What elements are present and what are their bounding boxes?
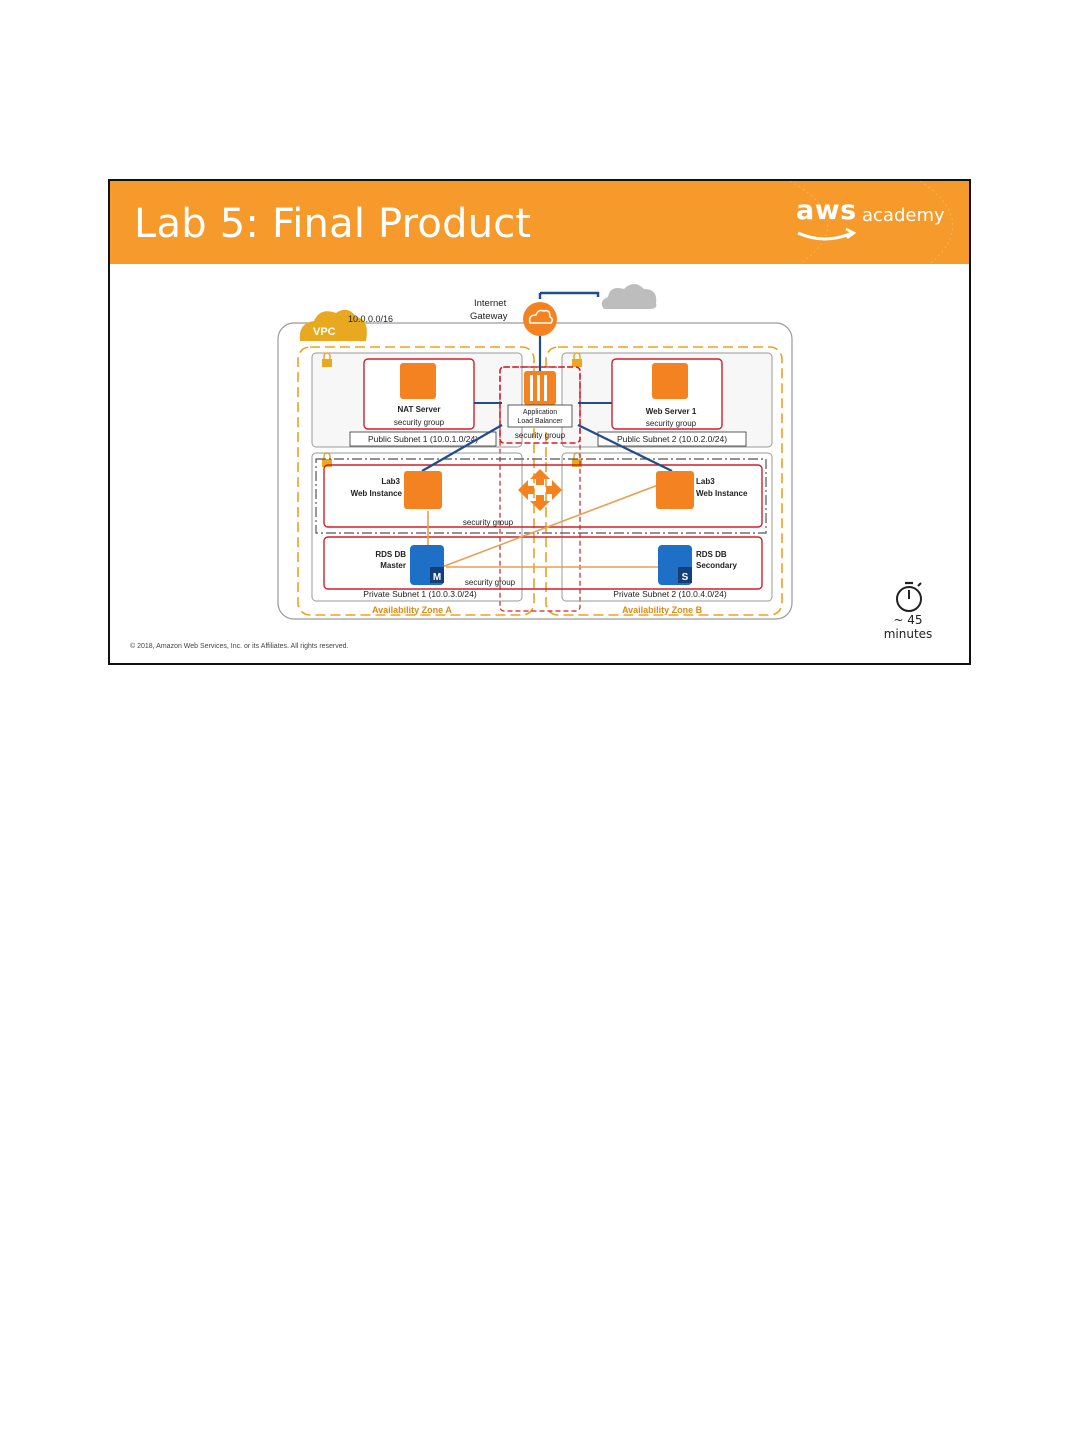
auto-scaling-group xyxy=(315,458,767,534)
slide: Lab 5: Final Product aws academy VPC 10.… xyxy=(108,179,971,665)
alb-to-left-instance-link xyxy=(421,424,503,472)
aws-smile-icon xyxy=(797,231,853,241)
header-decoration xyxy=(789,181,954,264)
architecture-diagram: VPC 10.0.0.0/16 Internet Gateway Availab… xyxy=(270,281,922,631)
web-instance-left-icon xyxy=(404,471,442,509)
public-subnet-2-label: Public Subnet 2 (10.0.2.0/24) xyxy=(617,434,727,444)
web-instance-right-icon xyxy=(656,471,694,509)
aws-logo-text: aws xyxy=(796,195,857,226)
timer-label: ~ 45 minutes xyxy=(878,613,938,641)
web-instance-right-line1: Lab3 xyxy=(696,477,715,486)
alb-label-line1: Application xyxy=(523,409,557,416)
auto-scaling-icon xyxy=(518,469,562,511)
web-server-1-label: Web Server 1 xyxy=(646,407,697,416)
rds-master-badge: M xyxy=(433,572,441,583)
web-sg-label: security group xyxy=(463,518,514,527)
timer-unit: minutes xyxy=(883,627,933,641)
rds-secondary-line2: Secondary xyxy=(696,561,737,570)
igw-internet-link xyxy=(540,291,600,297)
private-subnet-2-label: Private Subnet 2 (10.0.4.0/24) xyxy=(613,589,727,599)
db-sg-label: security group xyxy=(465,578,516,587)
vpc-cloud-icon: VPC xyxy=(299,309,367,341)
web-server-1-icon xyxy=(652,363,688,399)
alb-to-right-instance-link xyxy=(577,424,673,472)
timer-duration: ~ 45 xyxy=(893,613,923,627)
az-b-label: Availability Zone B xyxy=(622,605,703,615)
academy-logo-text: academy xyxy=(862,205,945,226)
slide-title: Lab 5: Final Product xyxy=(134,201,532,247)
web-instance-right-line2: Web Instance xyxy=(696,489,748,498)
alb-sg-label: security group xyxy=(515,431,566,440)
public-subnet-1-label: Public Subnet 1 (10.0.1.0/24) xyxy=(368,434,478,444)
web-server-1-sg-label: security group xyxy=(646,419,697,428)
nat-server-label: NAT Server xyxy=(398,405,441,414)
rds-master-line2: Master xyxy=(380,561,406,570)
internet-cloud-icon xyxy=(601,284,657,309)
vpc-label: VPC xyxy=(313,326,336,338)
stopwatch-icon xyxy=(896,581,922,612)
az-a-label: Availability Zone A xyxy=(372,605,452,615)
rds-secondary-badge: S xyxy=(682,572,689,583)
web-instance-left-line2: Web Instance xyxy=(351,489,403,498)
copyright-footer: © 2018, Amazon Web Services, Inc. or its… xyxy=(130,643,349,650)
web-instance-left-line1: Lab3 xyxy=(381,477,400,486)
nat-server-icon xyxy=(400,363,436,399)
slide-header: Lab 5: Final Product aws academy xyxy=(110,181,969,264)
web-security-group xyxy=(323,464,763,528)
private-subnet-1-label: Private Subnet 1 (10.0.3.0/24) xyxy=(363,589,477,599)
alb-label-box xyxy=(507,404,573,428)
rds-secondary-line1: RDS DB xyxy=(696,550,727,559)
right-instance-to-master-link xyxy=(441,484,659,568)
db-security-group xyxy=(323,536,763,590)
igw-label-line2: Gateway xyxy=(470,311,508,322)
rds-master-line1: RDS DB xyxy=(375,550,406,559)
igw-label-line1: Internet xyxy=(474,298,507,309)
az-b-boundary xyxy=(545,346,783,616)
internet-gateway-icon xyxy=(523,302,557,336)
load-balancer-icon xyxy=(524,371,556,405)
vpc-cidr: 10.0.0.0/16 xyxy=(348,314,393,324)
az-a-boundary xyxy=(297,346,535,616)
nat-sg-label: security group xyxy=(394,418,445,427)
alb-label-line2: Load Balancer xyxy=(517,418,563,425)
